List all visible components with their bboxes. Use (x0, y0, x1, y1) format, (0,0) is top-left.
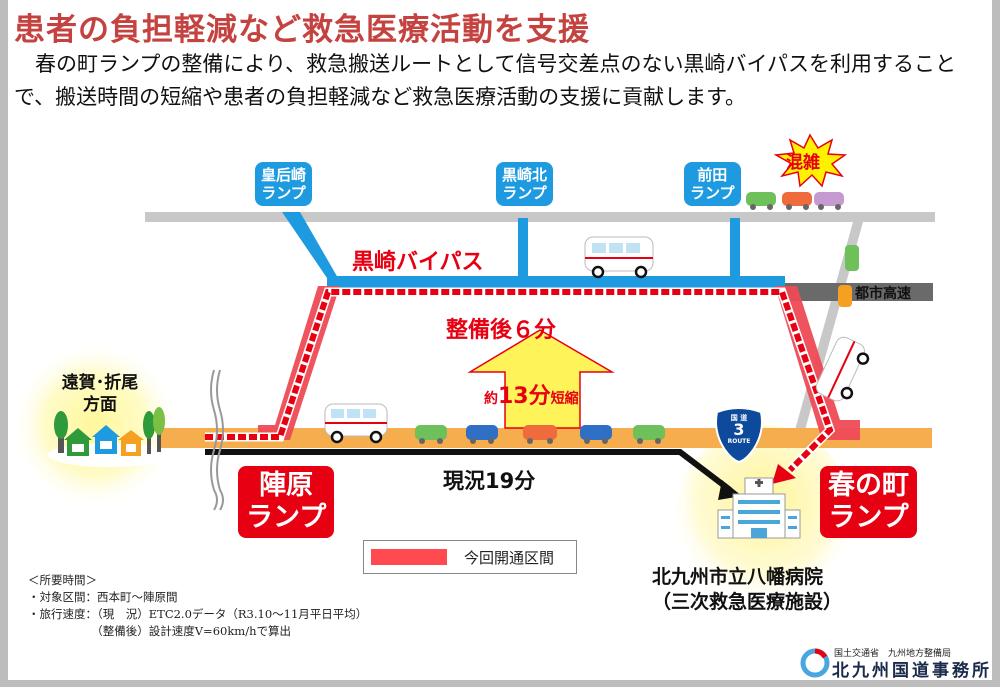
traffic-cars (415, 425, 665, 444)
hospital-icon (717, 477, 801, 539)
town-icon (48, 407, 172, 467)
urban-expressway-label: 都市高速 (855, 286, 911, 302)
ambulance-icon (584, 236, 654, 279)
bypass-road (327, 276, 785, 288)
ramp-harunomachi: 春の町 ランプ (820, 466, 917, 538)
ramp-jinnobaru: 陣原 ランプ (238, 466, 335, 538)
route-arrowhead (772, 464, 796, 484)
route-sign-bottom: ROUTE (727, 438, 751, 445)
route-3-sign (715, 407, 763, 464)
bypass-label: 黒崎バイパス (352, 250, 484, 275)
congestion-burst (773, 133, 848, 188)
ramp-name: 前田 (697, 166, 728, 184)
legend: 今回開通区間 (363, 540, 577, 574)
reduction-prefix: 約 (484, 391, 498, 407)
ramp-name: 春の町 (828, 470, 909, 501)
congestion-label: 混雑 (786, 153, 820, 173)
ministry-logo-icon (800, 648, 830, 678)
footer-org-big: 北九州国道事務所 (832, 661, 992, 681)
emergency-route-new (205, 289, 834, 473)
emergency-route-current (205, 449, 732, 493)
footer-org-small: 国土交通省 九州地方整備局 (834, 649, 952, 659)
ramp-maeda: 前田 ランプ (684, 162, 741, 206)
ramp-kogasaki: 皇后崎 ランプ (255, 162, 313, 206)
ramp-suffix: ランプ (261, 184, 306, 202)
upper-road (145, 212, 935, 222)
travel-time-notes: ＜所要時間＞ ・対象区間：西本町～陣原間 ・旅行速度：（現 況）ETC2.0デー… (28, 573, 368, 638)
current-time-label: 現況19分 (443, 469, 536, 493)
ramp-suffix: ランプ (246, 502, 327, 533)
route-sign-top: 国 道 (730, 414, 748, 422)
route-sign-number: 3 (733, 420, 745, 439)
reduction-value: 13分 (498, 384, 551, 409)
lead-paragraph: 春の町ランプの整備により、救急搬送ルートとして信号交差点のない黒崎バイパスを利用… (14, 52, 957, 109)
ambulance-icon (324, 403, 388, 444)
ramp-suffix: ランプ (502, 184, 547, 202)
ramp-name: 陣原 (259, 470, 314, 501)
legend-swatch (371, 549, 447, 565)
hospital-name: 北九州市立八幡病院 （三次救急医療施設） (652, 566, 843, 613)
ramp-name: 皇后崎 (261, 166, 307, 184)
reduction-label: 約13分短縮 (484, 378, 579, 410)
ramp-kurosakikita: 黒崎北 ランプ (496, 162, 554, 206)
reduction-suffix: 短縮 (550, 391, 579, 407)
area-label: 遠賀･折尾 方面 (60, 372, 140, 416)
route-sign-text: 国 道 3 ROUTE (722, 414, 756, 445)
congested-cars (746, 192, 859, 307)
ramp-suffix: ランプ (828, 502, 909, 533)
after-time-label: 整備後６分 (446, 318, 557, 343)
ramp-suffix: ランプ (690, 184, 735, 202)
ambulance-icon (815, 336, 870, 402)
page-title: 患者の負担軽減など救急医療活動を支援 (14, 12, 590, 48)
area-label-line1: 遠賀･折尾 (61, 373, 139, 393)
area-glow (10, 340, 180, 510)
urban-expressway (785, 283, 933, 301)
legend-label: 今回開通区間 (464, 549, 555, 567)
ramp-name: 黒崎北 (502, 166, 548, 184)
area-label-line2: 方面 (83, 395, 117, 415)
